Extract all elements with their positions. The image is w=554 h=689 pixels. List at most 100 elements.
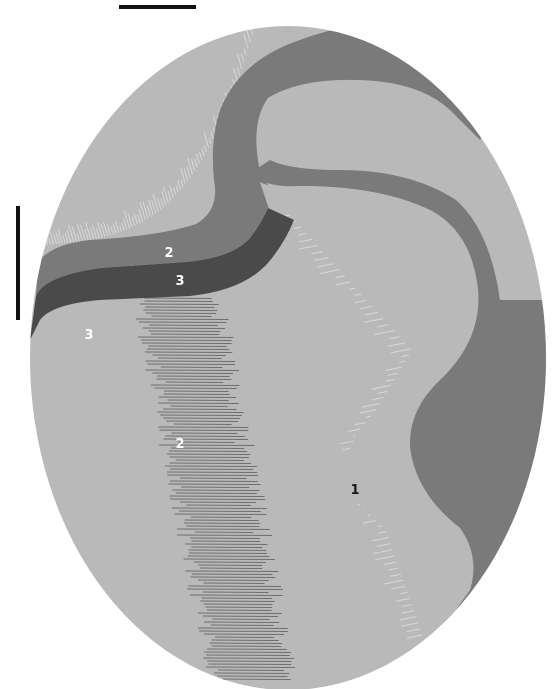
hatch-line <box>204 652 291 653</box>
hatch-line <box>146 313 217 314</box>
hatch-line <box>152 373 233 374</box>
hatch-line <box>209 643 282 644</box>
hatch-line <box>203 616 278 617</box>
hatch-line <box>147 349 229 350</box>
hatch-line <box>200 601 275 602</box>
hatch-line <box>158 358 222 359</box>
hatch-line <box>141 340 231 341</box>
hatch-line <box>184 559 275 560</box>
hatch-line <box>140 304 219 305</box>
band-upper-label: 2 <box>164 246 173 261</box>
hatch-line <box>204 634 284 635</box>
hatch-line <box>207 649 287 650</box>
hatch-line <box>166 421 238 422</box>
hatch-line <box>145 301 213 302</box>
hatch-line <box>199 565 263 566</box>
hatch-line <box>143 328 225 329</box>
hatch-line <box>139 322 226 323</box>
hatch-line <box>217 676 287 677</box>
hatch-line <box>138 337 233 338</box>
hatch-line <box>167 475 258 476</box>
hatch-line <box>180 502 256 503</box>
hatch-line <box>215 679 291 680</box>
hatch-line <box>203 592 269 593</box>
hatch-line <box>158 427 248 428</box>
hatch-line <box>149 331 221 332</box>
hatch-line <box>166 382 223 383</box>
vertical-scale-bar <box>16 206 20 320</box>
hatch-line <box>207 661 291 662</box>
hatch-line <box>170 463 251 464</box>
hatch-line <box>169 496 264 497</box>
hatch-line <box>190 595 283 596</box>
hatch-line <box>161 367 223 368</box>
hatch-line <box>167 400 228 401</box>
hatch-line <box>178 442 235 443</box>
hatch-line <box>148 346 226 347</box>
hatch-line <box>175 514 267 515</box>
hatch-line <box>170 457 249 458</box>
hatch-line <box>142 343 232 344</box>
hatch-line <box>174 424 232 425</box>
hatch-line <box>195 532 253 533</box>
hatch-line <box>151 385 240 386</box>
hatch-line <box>189 553 267 554</box>
hatch-line <box>152 316 212 317</box>
hatch-line <box>209 664 292 665</box>
hatch-line <box>212 619 269 620</box>
hatch-line <box>184 523 260 524</box>
hatch-line <box>167 454 250 455</box>
hatch-line <box>170 469 253 470</box>
hatch-line <box>204 622 279 623</box>
hatch-line <box>186 505 251 506</box>
hatch-line <box>198 613 282 614</box>
hatch-line <box>176 460 244 461</box>
hatch-line <box>159 397 237 398</box>
hatch-line <box>145 370 239 371</box>
hatch-line <box>159 445 255 446</box>
hatch-line <box>191 541 260 542</box>
hatch-line <box>191 517 252 518</box>
hatch-line <box>189 550 267 551</box>
hatch-line <box>187 589 283 590</box>
hatch-line <box>192 574 272 575</box>
hatch-line <box>163 418 240 419</box>
hatch-line <box>157 376 230 377</box>
hatch-line <box>211 625 274 626</box>
hatch-line <box>145 361 235 362</box>
hatch-line <box>152 355 226 356</box>
hatch-line <box>190 538 260 539</box>
right-region-label: 1 <box>350 483 359 498</box>
hatch-line <box>180 478 246 479</box>
hatch-line <box>206 655 290 656</box>
hatch-line <box>207 610 272 611</box>
hatch-line <box>160 415 241 416</box>
hatch-line <box>181 487 249 488</box>
hatch-line <box>185 544 267 545</box>
hatch-line <box>172 433 238 434</box>
hatch-line <box>185 520 259 521</box>
hatch-line <box>205 607 271 608</box>
hatch-line <box>43 228 48 245</box>
hatch-line <box>151 334 219 335</box>
hatch-line <box>188 586 281 587</box>
hatch-line <box>203 583 264 584</box>
hatch-line <box>212 646 282 647</box>
hatch-line <box>214 673 289 674</box>
hatch-line <box>177 529 270 530</box>
hatch-line <box>164 394 230 395</box>
hatch-line <box>200 568 262 569</box>
band-lower-label: 3 <box>175 274 184 289</box>
hatch-line <box>144 298 212 299</box>
hatch-line <box>190 577 275 578</box>
hatch-line <box>164 391 229 392</box>
hatch-line <box>158 403 238 404</box>
hatch-line <box>170 481 258 482</box>
hatch-line <box>168 484 260 485</box>
center-zone-label: 2 <box>175 437 184 452</box>
hatch-line <box>171 406 228 407</box>
hatch-line <box>43 239 45 245</box>
hatch-line <box>198 580 268 581</box>
hatch-line <box>155 388 237 389</box>
hatch-line <box>186 526 259 527</box>
